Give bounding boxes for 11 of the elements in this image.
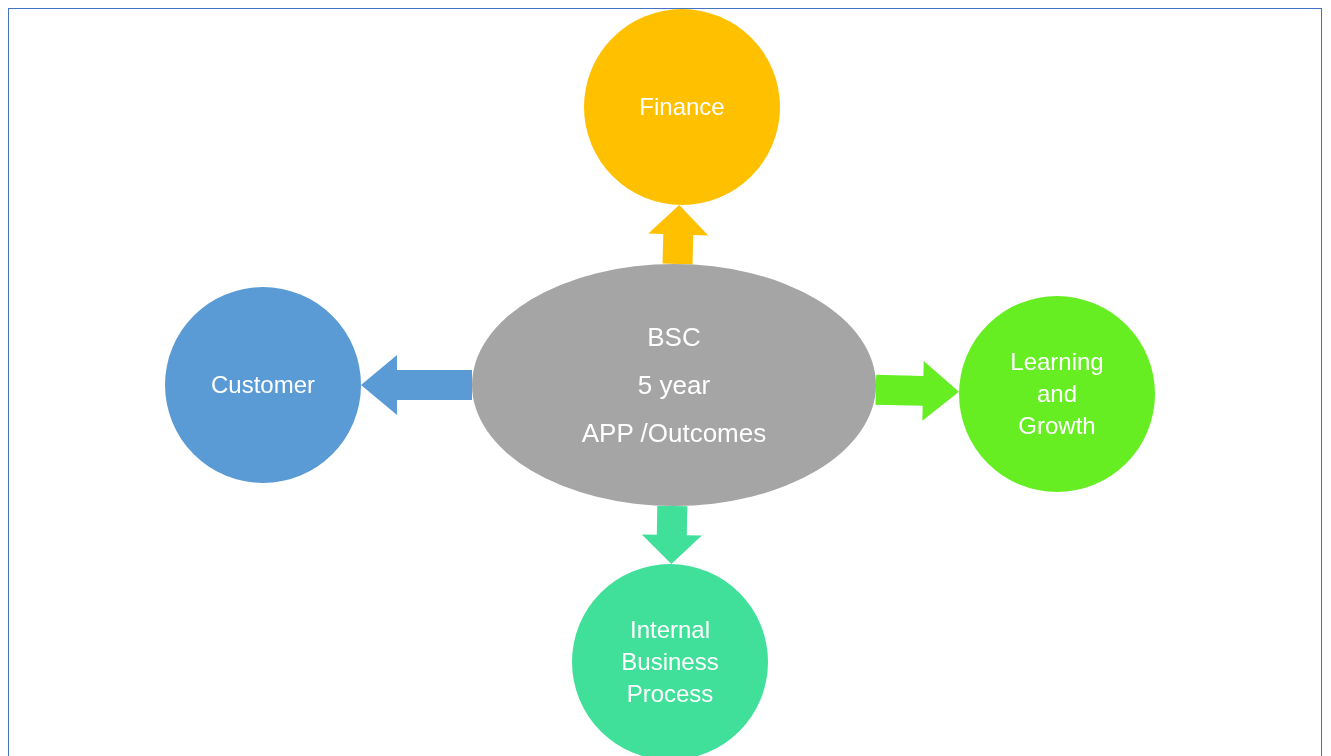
node-label: APP /Outcomes [581,417,767,450]
node-label: Internal Business Process [620,615,720,709]
block-arrow [361,355,472,415]
node-label: Learning and Growth [1009,347,1105,441]
node-label: 5 year [637,369,711,402]
block-arrow [648,205,709,265]
node-label: Finance [639,92,725,122]
block-arrow [641,505,702,564]
block-arrow [875,360,959,421]
node-label: Customer [211,370,315,400]
node-label: BSC [647,321,701,354]
